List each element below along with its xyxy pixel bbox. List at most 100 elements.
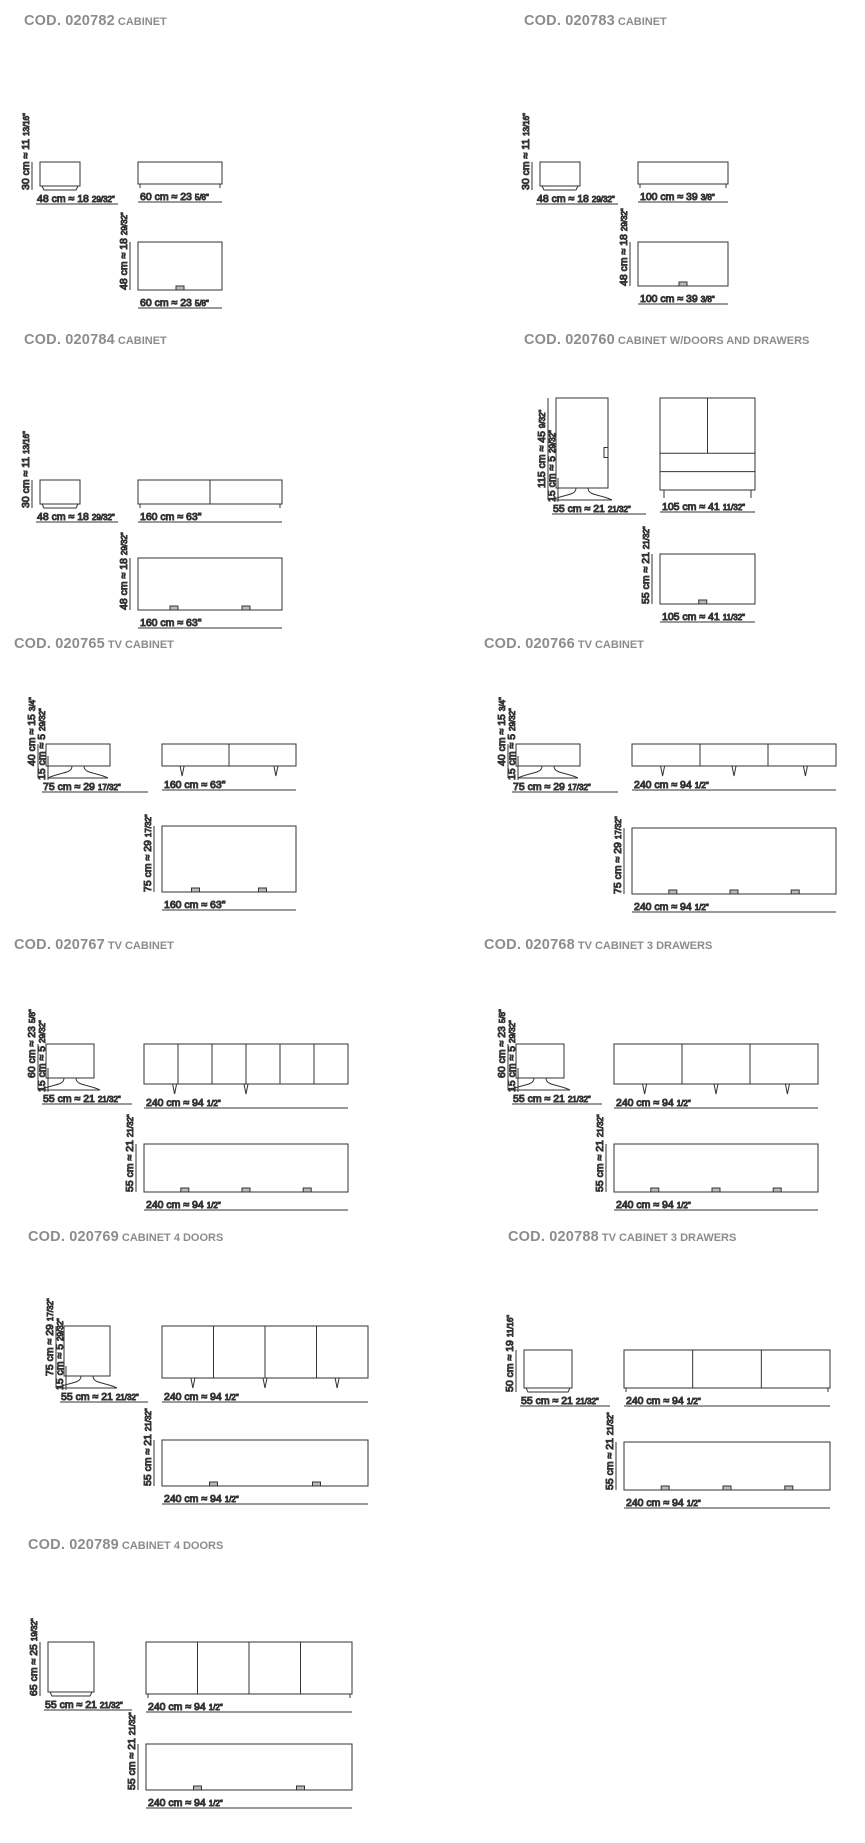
leg-height-label-fraction: 29/32" <box>548 430 557 453</box>
side-height-label-value: 115 cm ≈ 45 <box>536 431 548 488</box>
front-width-label-value: 100 cm ≈ 39 <box>640 191 698 203</box>
top-depth-label-fraction: 21/32" <box>144 1408 153 1431</box>
side-depth-label-fraction: 21/32" <box>116 1393 139 1402</box>
top-view-body <box>631 827 837 895</box>
front-width-label-value: 240 cm ≈ 94 <box>634 779 692 791</box>
top-depth-label-fraction: 21/32" <box>606 1412 615 1435</box>
top-depth-label: 55 cm ≈ 2121/32" <box>604 1412 616 1490</box>
leg-height-label: 15 cm ≈ 529/32" <box>54 1318 66 1390</box>
handle <box>191 887 200 893</box>
swoop-leg <box>551 487 613 501</box>
handle <box>668 889 678 895</box>
front-view: 160 cm ≈ 63" <box>161 743 297 792</box>
top-view-body <box>143 1143 349 1193</box>
side-depth-label-value: 48 cm ≈ 18 <box>537 193 589 205</box>
side-height-label-value: 75 cm ≈ 29 <box>44 1324 56 1376</box>
handle <box>193 1785 202 1791</box>
side-depth-label-fraction: 21/32" <box>98 1095 121 1104</box>
handle <box>660 1485 670 1491</box>
side-depth-label-value: 75 cm ≈ 29 <box>513 781 565 793</box>
leg-height-label-value: 15 cm ≈ 5 <box>36 1046 48 1092</box>
top-depth-label: 48 cm ≈ 1829/32" <box>118 212 130 290</box>
leg-height-label-fraction: 29/32" <box>508 1020 517 1043</box>
top-view: 160 cm ≈ 63"48 cm ≈ 1829/32" <box>118 532 283 630</box>
front-width-label-value: 160 cm ≈ 63" <box>140 511 202 523</box>
front-width-label-value: 240 cm ≈ 94 <box>148 1701 206 1713</box>
side-height-label: 40 cm ≈ 153/4" <box>26 697 38 766</box>
side-depth-label-fraction: 17/32" <box>568 783 591 792</box>
top-width-label-value: 105 cm ≈ 41 <box>662 611 720 623</box>
product-code: COD. 020760 <box>524 332 615 348</box>
front-width-label-value: 160 cm ≈ 63" <box>164 779 226 791</box>
top-width-label-value: 240 cm ≈ 94 <box>634 901 692 913</box>
side-depth-label-value: 48 cm ≈ 18 <box>37 511 89 523</box>
top-width-label-fraction: 3/8" <box>701 295 715 304</box>
top-width-label-fraction: 1/2" <box>677 1201 691 1210</box>
side-height-label-fraction: 5/8" <box>498 1009 507 1023</box>
top-depth-label-fraction: 17/32" <box>144 814 153 837</box>
top-depth-label-fraction: 21/32" <box>128 1712 137 1735</box>
side-view-body <box>47 1641 95 1693</box>
side-height-label-fraction: 5/8" <box>28 1009 37 1023</box>
side-height-label-fraction: 13/16" <box>22 113 31 136</box>
leg <box>731 765 737 777</box>
side-depth-label-fraction: 21/32" <box>100 1701 123 1710</box>
top-depth-label-value: 55 cm ≈ 21 <box>126 1738 138 1790</box>
product-description: CABINET <box>117 16 167 28</box>
side-height-label-fraction: 11/16" <box>506 1315 515 1337</box>
product-description: TV CABINET 3 DRAWERS <box>601 1232 737 1244</box>
product-description: TV CABINET <box>107 940 174 952</box>
side-view-body <box>63 1325 111 1377</box>
leg <box>243 1083 249 1095</box>
leg-height-label-value: 15 cm ≈ 5 <box>36 734 48 780</box>
side-height-label: 75 cm ≈ 2917/32" <box>44 1298 56 1376</box>
handle <box>729 889 739 895</box>
front-width-label-fraction: 1/2" <box>225 1393 239 1402</box>
top-width-label-value: 160 cm ≈ 63" <box>140 617 202 629</box>
leg <box>172 1083 178 1095</box>
side-depth-label-value: 55 cm ≈ 21 <box>61 1391 113 1403</box>
top-width-label-value: 240 cm ≈ 94 <box>146 1199 204 1211</box>
top-view-body <box>659 553 756 605</box>
side-height-label-fraction: 3/4" <box>28 697 37 711</box>
side-view-body <box>515 743 581 767</box>
handle <box>296 1785 305 1791</box>
side-view-body <box>45 1043 95 1079</box>
leg-height-label-value: 15 cm ≈ 5 <box>546 456 558 502</box>
handle <box>241 1187 251 1193</box>
side-height-label-value: 30 cm ≈ 11 <box>20 457 32 508</box>
plinth <box>49 1691 93 1697</box>
front-view-body <box>623 1349 831 1389</box>
side-height-label-fraction: 9/32" <box>538 409 547 428</box>
plinth <box>541 185 579 191</box>
handle <box>241 605 251 611</box>
side-height-label: 115 cm ≈ 45 9/32" <box>536 409 548 488</box>
